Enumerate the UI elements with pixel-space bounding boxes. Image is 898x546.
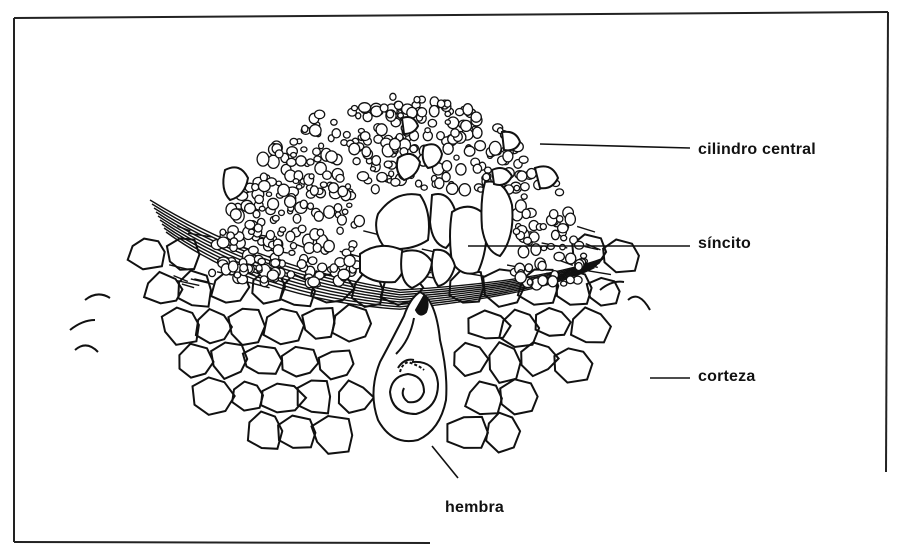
label-cortex: corteza — [698, 369, 755, 385]
female-nematode — [373, 292, 446, 441]
leader-hembra — [432, 446, 458, 478]
leader-cilindro — [540, 144, 690, 148]
label-female: hembra — [445, 500, 504, 516]
label-central-cylinder: cilindro central — [698, 142, 816, 158]
label-syncytium: síncito — [698, 236, 751, 252]
